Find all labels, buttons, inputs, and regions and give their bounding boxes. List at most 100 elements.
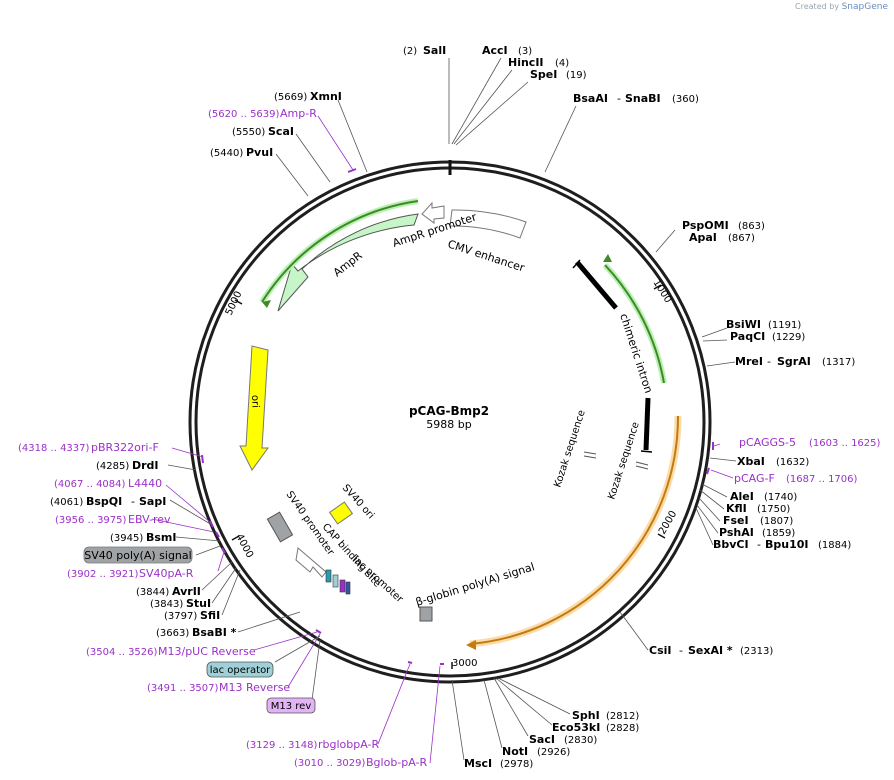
site-spei[interactable]: SpeI (19) xyxy=(530,68,587,81)
sv40-ori-box[interactable] xyxy=(328,501,354,525)
lac-promoter-arrow[interactable] xyxy=(295,547,327,578)
kozak-2: Kozak sequence xyxy=(606,421,649,501)
svg-text:PaqCI: PaqCI xyxy=(730,330,765,343)
site-fsei[interactable]: FseI (1807) xyxy=(723,514,793,527)
svg-text:(2978): (2978) xyxy=(500,759,533,770)
site-avrii[interactable]: (3844) AvrII xyxy=(136,585,201,598)
site-drdi[interactable]: (4285) DrdI xyxy=(96,459,159,472)
primer-amp-r[interactable]: (5620 .. 5639) Amp-R xyxy=(208,107,317,120)
primer-l4440[interactable]: (4067 .. 4084) L4440 xyxy=(54,477,162,490)
site-bsaai[interactable]: BsaAI - SnaBI (360) xyxy=(573,92,699,105)
svg-text:-: - xyxy=(679,644,683,657)
svg-text:(4067 .. 4084): (4067 .. 4084) xyxy=(54,479,126,490)
ampr-orf-head xyxy=(262,300,271,308)
svg-text:AvrII: AvrII xyxy=(172,585,201,598)
svg-text:M13/pUC Reverse: M13/pUC Reverse xyxy=(158,645,256,658)
svg-text:-: - xyxy=(757,538,761,551)
site-bspqi[interactable]: (4061) BspQI - SapI xyxy=(50,495,166,508)
svg-text:(867): (867) xyxy=(728,233,755,244)
kozak-1: Kozak sequence xyxy=(552,409,597,489)
site-saci[interactable]: SacI (2830) xyxy=(529,733,597,746)
svg-text:(1807): (1807) xyxy=(760,516,793,527)
primer-ebv-rev[interactable]: (3956 .. 3975) EBV-rev xyxy=(55,513,171,526)
site-apai[interactable]: ApaI (867) xyxy=(689,231,755,244)
credit-prefix: Created by xyxy=(795,2,840,11)
svg-text:(1229): (1229) xyxy=(772,332,805,343)
primer-pbr322ori-f[interactable]: (4318 .. 4337) pBR322ori-F xyxy=(18,441,159,454)
svg-text:(2926): (2926) xyxy=(537,747,570,758)
svg-text:(3129 .. 3148): (3129 .. 3148) xyxy=(246,740,318,751)
primer-pcag-f[interactable]: pCAG-F (1687 .. 1706) xyxy=(734,472,858,485)
svg-text:Amp-R: Amp-R xyxy=(280,107,317,120)
svg-text:(3491 .. 3507): (3491 .. 3507) xyxy=(147,683,219,694)
site-xmni[interactable]: (5669) XmnI xyxy=(274,90,342,103)
ampr-arrow[interactable] xyxy=(277,213,419,312)
site-kfli[interactable]: KflI (1750) xyxy=(726,502,790,515)
sv40-promoter-box[interactable] xyxy=(266,511,294,543)
site-sfii[interactable]: (3797) SfiI xyxy=(164,609,220,622)
svg-text:EBV-rev: EBV-rev xyxy=(128,513,171,526)
primer-rbglobpa-r[interactable]: (3129 .. 3148) rbglobpA-R xyxy=(246,738,379,751)
svg-text:(1687 .. 1706): (1687 .. 1706) xyxy=(786,474,858,485)
site-scai[interactable]: (5550) ScaI xyxy=(232,125,294,138)
ori-arrow[interactable] xyxy=(239,345,269,471)
primer-bglob-pa-r[interactable]: (3010 .. 3029) Bglob-pA-R xyxy=(294,756,428,769)
svg-text:(3504 .. 3526): (3504 .. 3526) xyxy=(86,647,158,658)
site-mrei[interactable]: MreI - SgrAI (1317) xyxy=(735,355,855,368)
site-xbai[interactable]: XbaI (1632) xyxy=(737,455,809,468)
svg-text:(1740): (1740) xyxy=(764,492,797,503)
ampr-promoter-arrow[interactable] xyxy=(421,201,445,224)
site-bbvci[interactable]: BbvCI - Bpu10I (1884) xyxy=(713,538,851,551)
svg-text:L4440: L4440 xyxy=(128,477,162,490)
primer-m13-puc-reverse[interactable]: (3504 .. 3526) M13/pUC Reverse xyxy=(86,645,256,658)
site-msci[interactable]: MscI (2978) xyxy=(464,757,533,770)
site-alei[interactable]: AleI (1740) xyxy=(730,490,797,503)
m13-rev-badge[interactable]: M13 rev xyxy=(266,697,316,714)
site-pvui[interactable]: (5440) PvuI xyxy=(210,146,273,159)
svg-text:Kozak sequence: Kozak sequence xyxy=(552,409,587,489)
svg-text:(1632): (1632) xyxy=(776,457,809,468)
cmv-enhancer-arrow[interactable] xyxy=(449,209,527,239)
site-hincii[interactable]: HincII (4) xyxy=(508,56,569,69)
plasmid-length: 5988 bp xyxy=(426,418,471,431)
primer-pcaggs5[interactable]: pCAGGS-5 (1603 .. 1625) xyxy=(739,436,881,449)
site-eco53ki[interactable]: Eco53kI (2828) xyxy=(552,721,639,734)
m13-rev-box[interactable] xyxy=(339,579,346,593)
site-bsabi[interactable]: (3663) BsaBI * xyxy=(156,626,237,639)
svg-text:M13 Reverse: M13 Reverse xyxy=(219,681,290,694)
lac-operator-badge[interactable]: lac operator xyxy=(206,661,274,678)
site-bsmi[interactable]: (3945) BsmI xyxy=(110,531,177,544)
lac-operator-box[interactable] xyxy=(332,574,339,588)
site-sali[interactable]: (2) SalI xyxy=(403,44,446,57)
sv40-polya-badge[interactable]: SV40 poly(A) signal xyxy=(83,546,193,564)
cap-site-box[interactable] xyxy=(325,569,332,583)
m13-fwd-box[interactable] xyxy=(345,581,351,595)
svg-text:pCAG-F: pCAG-F xyxy=(734,472,775,485)
leader-lines-top-right xyxy=(275,57,737,761)
site-pshai[interactable]: PshAI (1859) xyxy=(719,526,795,539)
site-paqci[interactable]: PaqCI (1229) xyxy=(730,330,805,343)
svg-text:(1317): (1317) xyxy=(822,357,855,368)
ampr-label: AmpR xyxy=(331,249,365,280)
svg-text:(3797): (3797) xyxy=(164,611,197,622)
svg-text:-: - xyxy=(767,355,771,368)
site-stui[interactable]: (3843) StuI xyxy=(150,597,211,610)
site-acci[interactable]: AccI (3) xyxy=(482,44,532,57)
svg-text:SnaBI: SnaBI xyxy=(625,92,661,105)
svg-text:PvuI: PvuI xyxy=(246,146,273,159)
site-noti[interactable]: NotI (2926) xyxy=(502,745,570,758)
svg-text:SexAI *: SexAI * xyxy=(688,644,733,657)
svg-text:rbglobpA-R: rbglobpA-R xyxy=(318,738,379,751)
insert-cap xyxy=(640,450,653,453)
primer-m13-reverse[interactable]: (3491 .. 3507) M13 Reverse xyxy=(147,681,290,694)
site-sphi[interactable]: SphI (2812) xyxy=(572,709,639,722)
bglobin-polya-box[interactable] xyxy=(419,606,433,622)
site-csii[interactable]: CsiI - SexAI * (2313) xyxy=(649,644,773,657)
site-bsiwi[interactable]: BsiWI (1191) xyxy=(726,318,801,331)
plasmid-name: pCAG-Bmp2 xyxy=(409,404,489,418)
svg-text:(3945): (3945) xyxy=(110,533,143,544)
site-pspomi[interactable]: PspOMI (863) xyxy=(682,219,765,232)
svg-text:BsiWI: BsiWI xyxy=(726,318,761,331)
primer-sv40pa-r[interactable]: (3902 .. 3921) SV40pA-R xyxy=(67,567,194,580)
svg-text:(1750): (1750) xyxy=(757,504,790,515)
